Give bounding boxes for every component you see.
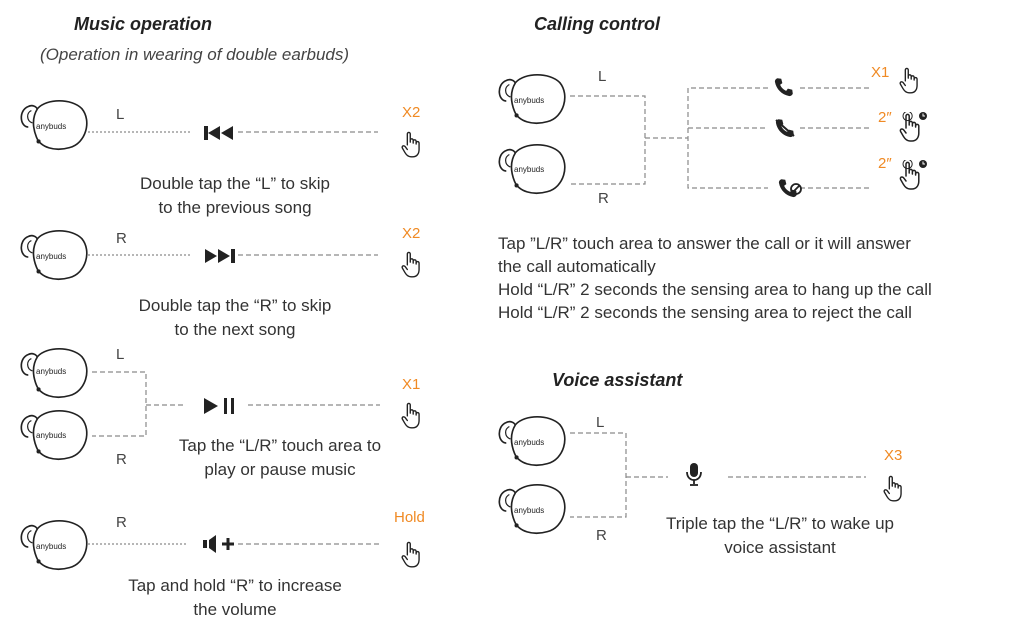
play-description: Tap the “L/R” touch area to play or paus… [178,436,382,479]
volume-side-label: R [116,514,127,531]
calling-control-title: Calling control [534,14,660,34]
prev-tap-count: X2 [402,104,421,121]
volume-up-icon [203,535,234,553]
earbud-brand-label: anybuds [514,165,545,174]
volume-description: Tap and hold “R” to increase the volume [128,576,342,619]
calling-label-left: L [598,68,607,85]
earbud-brand-label: anybuds [36,122,67,131]
music-operation-subtitle: (Operation in wearing of double earbuds) [40,45,350,64]
music-operation-title: Music operation [74,14,213,34]
play-connector [92,371,380,437]
next-tap-count: X2 [402,225,421,242]
prev-description: Double tap the “L” to skip to the previo… [140,174,330,217]
hand-tap-icon [898,66,920,94]
earbud-brand-label: anybuds [36,367,67,376]
voice-tap-count: X3 [884,447,903,464]
next-description: Double tap the “R” to skip to the next s… [138,296,332,339]
play-pause-icon [204,398,234,414]
answer-tap-count: X1 [871,64,890,81]
phone-hangup-icon [775,117,795,139]
hand-tap-icon [400,401,422,429]
phone-reject-icon [773,177,802,199]
calling-label-right: R [598,190,609,207]
hand-hold-icon [898,112,928,142]
voice-connector [570,432,866,518]
calling-description: Tap ”L/R” touch area to answer the call … [498,234,932,322]
hand-hold-icon [898,160,928,190]
calling-connector [570,87,870,189]
voice-assistant-title: Voice assistant [552,370,683,390]
voice-label-right: R [596,527,607,544]
play-label-right: R [116,451,127,468]
earbud-brand-label: anybuds [36,542,67,551]
volume-hold-label: Hold [394,509,425,526]
hand-tap-icon [400,130,422,158]
previous-track-icon [204,126,233,140]
hangup-hold-duration: 2″ [878,109,892,126]
prev-side-label: L [116,106,125,123]
hand-tap-icon [400,540,422,568]
next-connector [88,254,378,256]
hand-tap-icon [882,474,904,502]
prev-connector [88,131,378,133]
play-label-left: L [116,346,125,363]
play-tap-count: X1 [402,376,421,393]
phone-answer-icon [773,76,795,98]
hand-tap-icon [400,250,422,278]
earbud-brand-label: anybuds [36,252,67,261]
next-side-label: R [116,230,127,247]
voice-label-left: L [596,414,605,431]
microphone-icon [686,463,702,486]
volume-connector [88,543,380,545]
earbud-brand-label: anybuds [514,438,545,447]
earbud-brand-label: anybuds [514,96,545,105]
voice-description: Triple tap the “L/R” to wake up voice as… [665,514,895,557]
earbud-brand-label: anybuds [514,506,545,515]
earbud-brand-label: anybuds [36,431,67,440]
reject-hold-duration: 2″ [878,155,892,172]
next-track-icon [205,249,235,263]
